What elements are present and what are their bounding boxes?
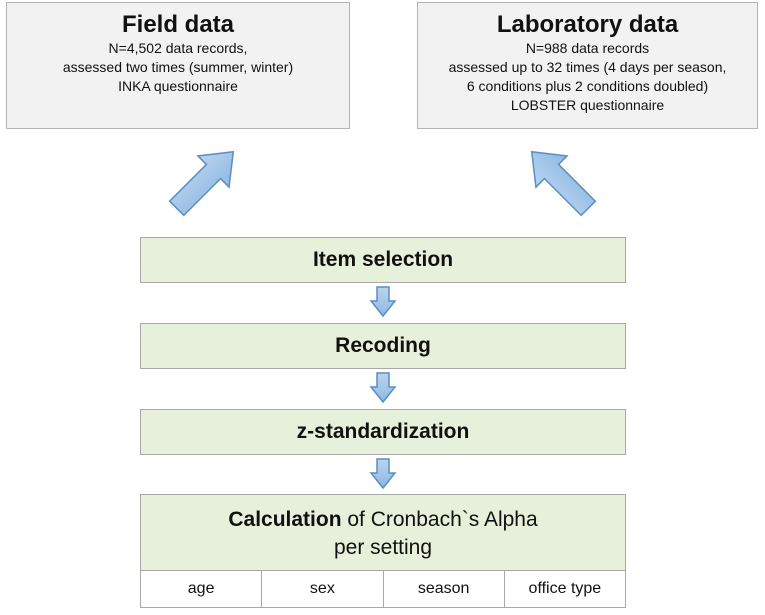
subgroup-cell-age: age — [141, 571, 263, 607]
laboratory-data-line: N=988 data records — [525, 40, 650, 56]
calculation-rest-text: of Cronbach`s Alpha — [341, 508, 538, 531]
z-standardization-step: z-standardization — [140, 409, 626, 455]
arrow-selection-to-recoding — [369, 286, 397, 318]
calculation-subheading: per setting — [333, 536, 433, 559]
recoding-step: Recoding — [140, 323, 626, 369]
step-label: Recoding — [335, 334, 431, 357]
laboratory-data-box: Laboratory data N=988 data records asses… — [417, 2, 758, 129]
arrow-lab-to-selection — [530, 150, 597, 217]
arrow-standardization-to-calculation — [369, 458, 397, 490]
field-data-line: INKA questionnaire — [118, 78, 238, 94]
subgroup-cell-season: season — [384, 571, 505, 607]
subgroup-row: age sex season office type — [141, 570, 625, 607]
subgroup-cell-sex: sex — [262, 571, 384, 607]
field-data-box: Field data N=4,502 data records, assesse… — [6, 2, 350, 129]
laboratory-data-line: LOBSTER questionnaire — [510, 97, 665, 113]
field-data-line: N=4,502 data records, — [108, 40, 248, 56]
calculation-step: Calculation of Cronbach`s Alpha per sett… — [140, 494, 626, 608]
subgroup-cell-office-type: office type — [528, 580, 602, 597]
step-label: z-standardization — [296, 420, 470, 443]
field-data-title: Field data — [121, 11, 235, 38]
laboratory-data-line: assessed up to 32 times (4 days per seas… — [448, 59, 727, 75]
calculation-heading: Calculation of Cronbach`s Alpha — [141, 506, 625, 534]
field-data-line: assessed two times (summer, winter) — [62, 59, 294, 75]
calculation-bold-text: Calculation — [228, 508, 342, 531]
arrow-recoding-to-standardization — [369, 372, 397, 404]
laboratory-data-line: 6 conditions plus 2 conditions doubled) — [466, 78, 709, 94]
arrow-field-to-selection — [168, 150, 235, 217]
step-label: Item selection — [312, 248, 454, 271]
item-selection-step: Item selection — [140, 237, 626, 283]
laboratory-data-title: Laboratory data — [496, 11, 679, 38]
